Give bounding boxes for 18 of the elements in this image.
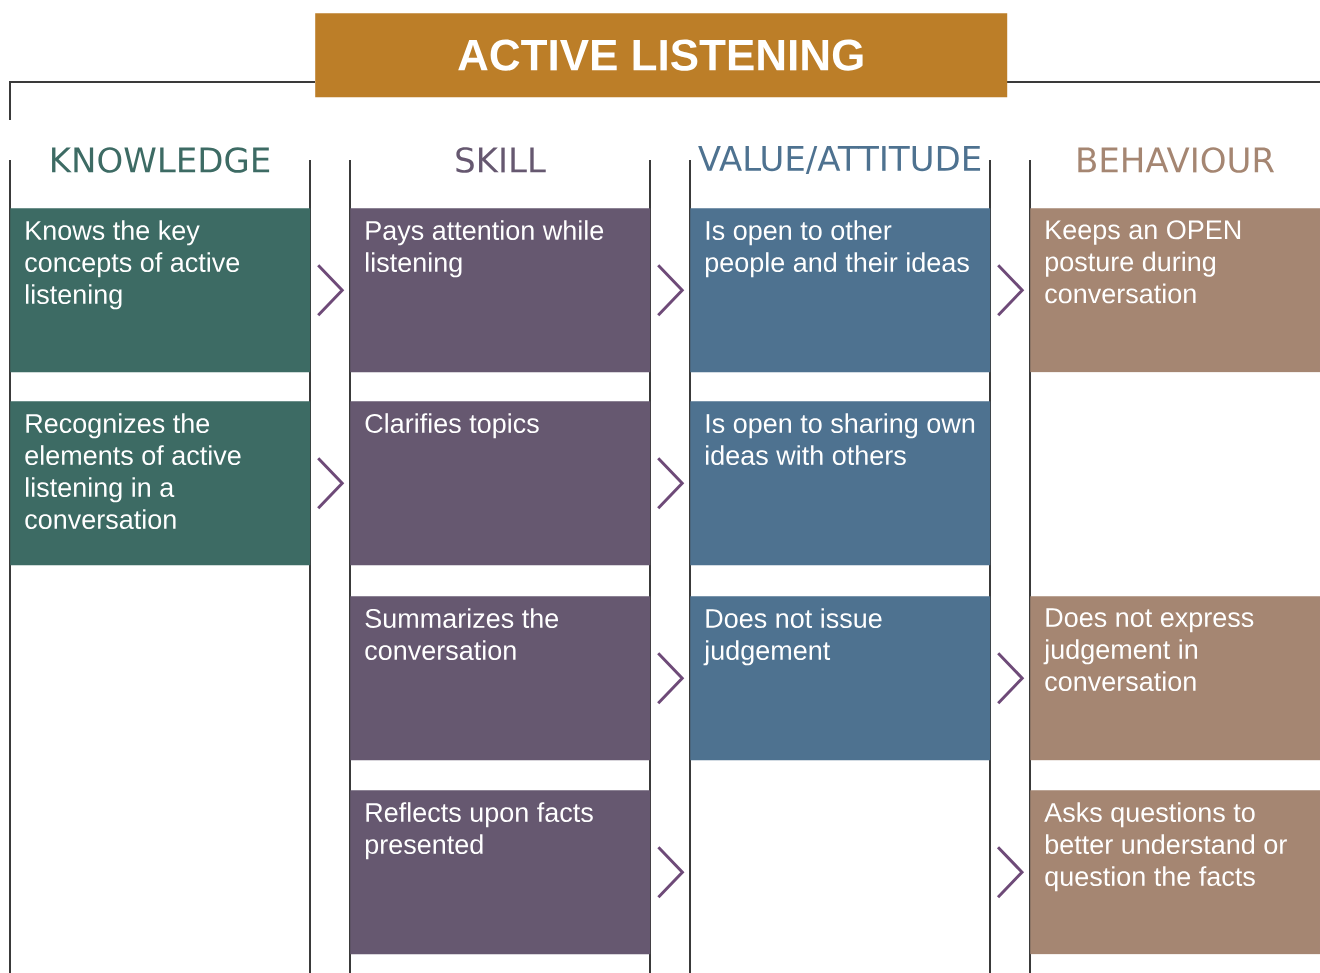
text-box: Summarizes the conversation — [350, 596, 651, 761]
text-box: Knows the key concepts of active listening — [10, 208, 311, 373]
text-box: Recognizes the elements of active listening in a conversation — [10, 401, 311, 566]
text-box: Is open to other people and their ideas — [690, 208, 991, 373]
column-heading: KNOWLEDGE — [52, 147, 270, 173]
text-box: Reflects upon facts presented — [350, 790, 651, 955]
column-heading: SKILL — [456, 147, 546, 173]
text-box: Does not issue judgement — [690, 596, 991, 761]
column-heading: BEHAVIOUR — [1078, 147, 1275, 173]
text-box: Keeps an OPEN posture during conversation — [1030, 208, 1320, 373]
text-box: Asks questions to better understand or question the facts — [1030, 790, 1320, 955]
title-banner: ACTIVE LISTENING — [315, 13, 1008, 98]
column-heading: VALUE/ATTITUDE — [698, 146, 981, 174]
text-box: Clarifies topics — [350, 401, 651, 566]
chevron-arrow — [656, 845, 1025, 899]
text-box: Pays attention while listening — [350, 208, 651, 373]
text-box: Does not express judgement in conversation — [1030, 596, 1320, 761]
text-box: Is open to sharing own ideas with others — [690, 401, 991, 566]
